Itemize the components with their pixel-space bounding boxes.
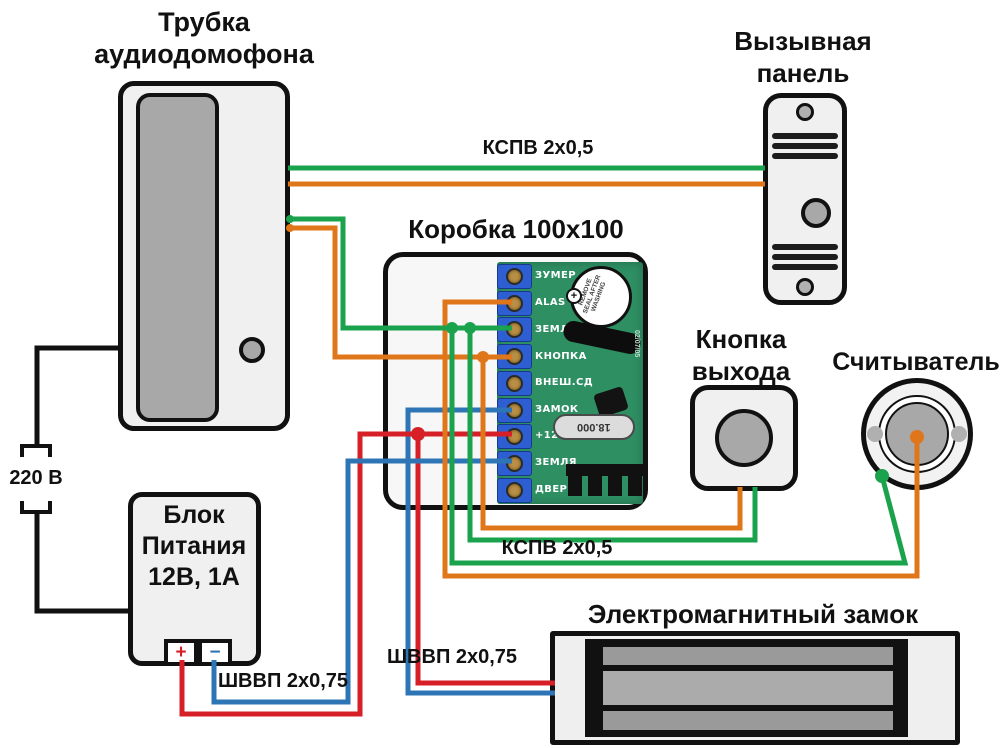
exit-button-title-line1: Кнопка: [695, 324, 787, 354]
handset-title-line1: Трубка: [158, 7, 250, 37]
psu-title-line1: Блок: [163, 501, 225, 529]
pin-header-pin: [588, 476, 602, 496]
lock-title: Электромагнитный замок: [587, 599, 919, 629]
mains-voltage-label: 220 В: [9, 467, 63, 489]
call-panel-call-button: [801, 198, 831, 228]
wire-mains-to-psu: [34, 512, 128, 614]
terminal-screw: [506, 348, 523, 365]
cable-label-shvvp-right: ШВВП 2х0,75: [386, 646, 518, 668]
terminal-screw: [506, 482, 523, 499]
terminal-screw: [506, 375, 523, 392]
handset-button: [239, 337, 265, 363]
call-panel-title-line2: панель: [756, 58, 850, 88]
handset-earpiece: [136, 93, 219, 422]
cable-label-kspv-top: КСПВ 2х0,5: [482, 137, 594, 159]
call-panel-grille-slot: [772, 254, 838, 260]
terminal-screw: [506, 402, 523, 419]
terminal-screw: [506, 268, 523, 285]
plug-symbol-bottom: [20, 501, 52, 514]
buzzer-plus-mark: +: [566, 288, 582, 304]
call-panel-body: [763, 93, 847, 305]
terminal-label-zumer: ЗУМЕР: [535, 270, 576, 281]
psu-plus-terminal: +: [164, 639, 198, 666]
call-panel-grille-slot: [772, 143, 838, 149]
terminal-label-vneshsd: ВНЕШ.СД: [535, 377, 594, 388]
pcb-side-text: 02/07/05: [633, 330, 640, 358]
exit-button-title-line2: выхода: [691, 356, 791, 386]
plug-symbol-top: [20, 444, 52, 457]
exit-button-button: [715, 409, 773, 467]
call-panel-speaker-hole: [796, 278, 814, 296]
call-panel-title-line1: Вызывная: [734, 26, 872, 56]
lock-lamination-bar: [603, 671, 893, 705]
crystal-frequency-text: 18.000: [577, 421, 611, 433]
terminal-screw: [506, 455, 523, 472]
call-panel-grille-slot: [772, 264, 838, 270]
lock-lamination-bar: [603, 711, 893, 730]
reader-coil: [885, 402, 949, 466]
cable-label-kspv-mid: КСПВ 2х0,5: [501, 537, 613, 559]
psu-title-line3: 12В, 1А: [148, 563, 240, 591]
reader-mount-hole-left: [867, 426, 883, 442]
reader-title: Считыватель: [832, 348, 1000, 376]
pin-header-bar: [566, 464, 646, 476]
pin-header-pin: [568, 476, 582, 496]
psu-title-line2: Питания: [141, 532, 247, 560]
junction-box-title: Коробка 100х100: [408, 214, 624, 244]
terminal-screw: [506, 428, 523, 445]
terminal-label-alas: ALAS: [535, 297, 566, 308]
call-panel-camera: [796, 103, 814, 121]
cable-label-shvvp-left: ШВВП 2х0,75: [217, 670, 349, 692]
reader-mount-hole-right: [951, 426, 967, 442]
terminal-label-knopka: КНОПКА: [535, 351, 587, 362]
pin-header-pin: [608, 476, 622, 496]
pin-header-pin: [628, 476, 642, 496]
handset-title-line2: аудиодомофона: [94, 39, 314, 69]
call-panel-grille-slot: [772, 133, 838, 139]
crystal-oscillator: 18.000: [553, 414, 635, 440]
terminal-screw: [506, 321, 523, 338]
wire-mains-from-handset: [34, 345, 122, 446]
lock-lamination-bar: [603, 647, 893, 665]
psu-minus-terminal: −: [198, 639, 232, 666]
call-panel-grille-slot: [772, 153, 838, 159]
call-panel-grille-slot: [772, 244, 838, 250]
terminal-screw: [506, 295, 523, 312]
